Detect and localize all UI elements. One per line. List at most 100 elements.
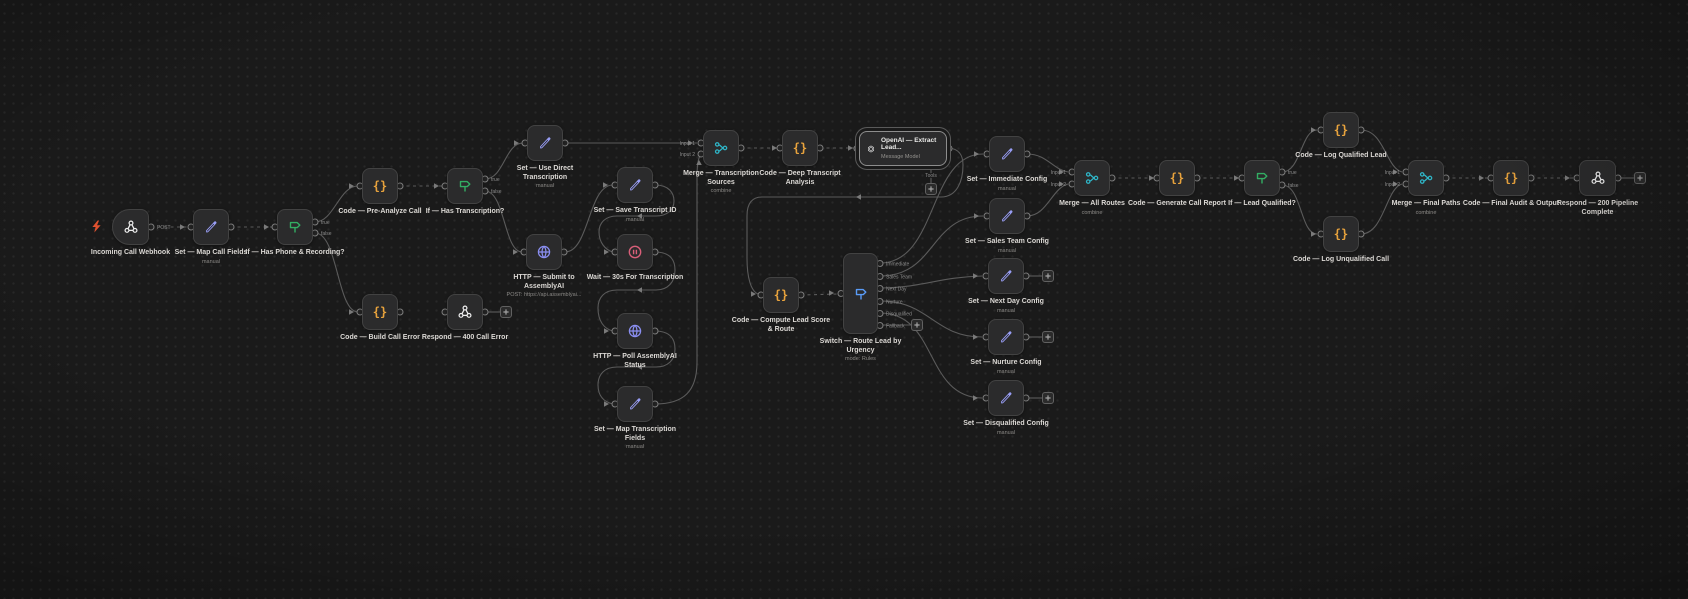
node-title: Code — Deep Transcript Analysis [759, 170, 841, 186]
connection-set-immediate-config--merge-all-routes [1026, 153, 1069, 173]
node-wait-30s-for-transcription[interactable] [617, 234, 653, 270]
node-set-next-day-config[interactable] [988, 258, 1024, 294]
node-set-sales-team-config[interactable] [989, 198, 1025, 234]
add-node-button[interactable] [911, 319, 923, 331]
node-incoming-call-webhook[interactable] [112, 209, 149, 245]
node-set-map-call-fields[interactable] [193, 209, 229, 245]
edge-arrow-icon [1311, 127, 1316, 133]
edge-arrow-icon [604, 249, 609, 255]
node-title: HTTP — Submit to AssemblyAI [513, 274, 575, 290]
port-label: false [321, 231, 332, 237]
node-title: Set — Map Call Fields [174, 249, 248, 256]
edge-arrow-icon [974, 213, 979, 219]
node-if-lead-qualified[interactable] [1244, 160, 1280, 196]
node-set-immediate-config[interactable] [989, 136, 1025, 172]
plus-icon [1045, 273, 1051, 279]
node-code-generate-call-report[interactable]: {} [1159, 160, 1195, 196]
node-title: Code — Log Qualified Lead [1295, 152, 1387, 159]
merge-icon [713, 140, 729, 156]
port-label: Sales Team [886, 274, 912, 280]
edge-arrow-icon [696, 160, 702, 165]
node-subtitle: manual [997, 247, 1017, 254]
switch-icon [853, 286, 869, 302]
node-set-save-transcript-id[interactable] [617, 167, 653, 203]
add-node-button[interactable] [1042, 392, 1054, 404]
add-node-button[interactable] [925, 183, 937, 195]
edge-arrow-icon [513, 249, 518, 255]
edit-icon [998, 390, 1014, 406]
edge-arrow-icon [603, 182, 608, 188]
node-merge-transcription-sources[interactable] [703, 130, 739, 166]
node-title: If — Has Phone & Recording? [245, 249, 345, 256]
node-title: Code — Final Audit & Output [1462, 200, 1560, 207]
node-respond-200-pipeline-complete[interactable] [1579, 160, 1616, 196]
port-label: Input 1 [1385, 170, 1401, 176]
node-openai-extract-lead[interactable]: OpenAI — Extract Lead...Message Model [859, 131, 947, 166]
add-node-button[interactable] [1634, 172, 1646, 184]
port-label: Fallback [886, 323, 905, 329]
node-code-compute-lead-score-route[interactable]: {} [763, 277, 799, 313]
globe-icon [627, 323, 643, 339]
edit-icon [999, 146, 1015, 162]
if-icon [287, 219, 303, 235]
node-set-disqualified-config[interactable] [988, 380, 1024, 416]
port-label: Input 2 [680, 152, 696, 158]
node-title: If — Has Transcription? [425, 208, 505, 215]
node-http-submit-assemblyai[interactable] [526, 234, 562, 270]
node-title: Code — Generate Call Report [1127, 200, 1227, 207]
connection-switch-route-lead-by-urgency--set-disqualified-config [879, 312, 983, 399]
node-set-nurture-config[interactable] [988, 319, 1024, 355]
add-node-button[interactable] [1042, 331, 1054, 343]
node-code-final-audit-output[interactable]: {} [1493, 160, 1529, 196]
add-node-button[interactable] [500, 306, 512, 318]
svg-text:{}: {} [1170, 171, 1184, 185]
trigger-lightning-icon [91, 220, 102, 233]
edge-arrow-icon [1393, 181, 1398, 187]
pause-icon [627, 244, 643, 260]
node-switch-route-lead-by-urgency[interactable] [843, 253, 878, 334]
node-code-pre-analyze-call[interactable]: {} [362, 168, 398, 204]
node-set-use-direct-transcription[interactable] [527, 125, 563, 161]
node-if-has-phone-recording[interactable] [277, 209, 313, 245]
edge-arrow-icon [1059, 169, 1064, 175]
port-label: Tools [925, 173, 937, 179]
edge-arrow-icon [1479, 175, 1484, 181]
node-merge-all-routes[interactable] [1074, 160, 1110, 196]
node-subtitle: manual [625, 444, 645, 450]
edge-arrow-icon [1565, 175, 1570, 181]
edit-icon [998, 329, 1014, 345]
connection-switch-route-lead-by-urgency--set-immediate-config [879, 153, 984, 264]
port-label: true [1288, 170, 1297, 176]
edit-icon [998, 268, 1014, 284]
add-node-button[interactable] [1042, 270, 1054, 282]
node-code-build-call-error[interactable]: {} [362, 294, 398, 330]
connection-openai-extract-lead--code-compute-lead-score-route [746, 147, 964, 295]
node-respond-400-call-error[interactable] [447, 294, 483, 330]
node-merge-final-paths[interactable] [1408, 160, 1444, 196]
edge-arrow-icon [856, 194, 861, 200]
port-label: Input 2 [1051, 182, 1067, 188]
node-set-map-transcription-fields[interactable] [617, 386, 653, 422]
edge-arrow-icon [1393, 169, 1398, 175]
node-code-deep-transcript-analysis[interactable]: {} [782, 130, 818, 166]
port-label: true [491, 177, 500, 183]
svg-text:{}: {} [1334, 227, 1348, 241]
node-title: Set — Next Day Config [968, 298, 1044, 305]
node-title: Respond — 200 Pipeline Complete [1556, 200, 1639, 216]
edit-icon [999, 208, 1015, 224]
connection-set-map-transcription-fields--merge-transcription-sources [654, 155, 701, 405]
node-subtitle: mode: Rules [845, 356, 876, 362]
node-title: Set — Map Transcription Fields [593, 426, 677, 442]
node-title: Merge — Transcription Sources [683, 170, 759, 186]
node-subtitle: manual [996, 429, 1016, 436]
code-icon: {} [1503, 170, 1519, 186]
edge-arrow-icon [1311, 231, 1316, 237]
node-if-has-transcription[interactable] [447, 168, 483, 204]
node-code-log-qualified-lead[interactable]: {} [1323, 112, 1359, 148]
port-label: true [321, 220, 330, 226]
node-code-log-unqualified-call[interactable]: {} [1323, 216, 1359, 252]
node-http-poll-assemblyai-status[interactable] [617, 313, 653, 349]
edge-arrow-icon [637, 213, 642, 219]
